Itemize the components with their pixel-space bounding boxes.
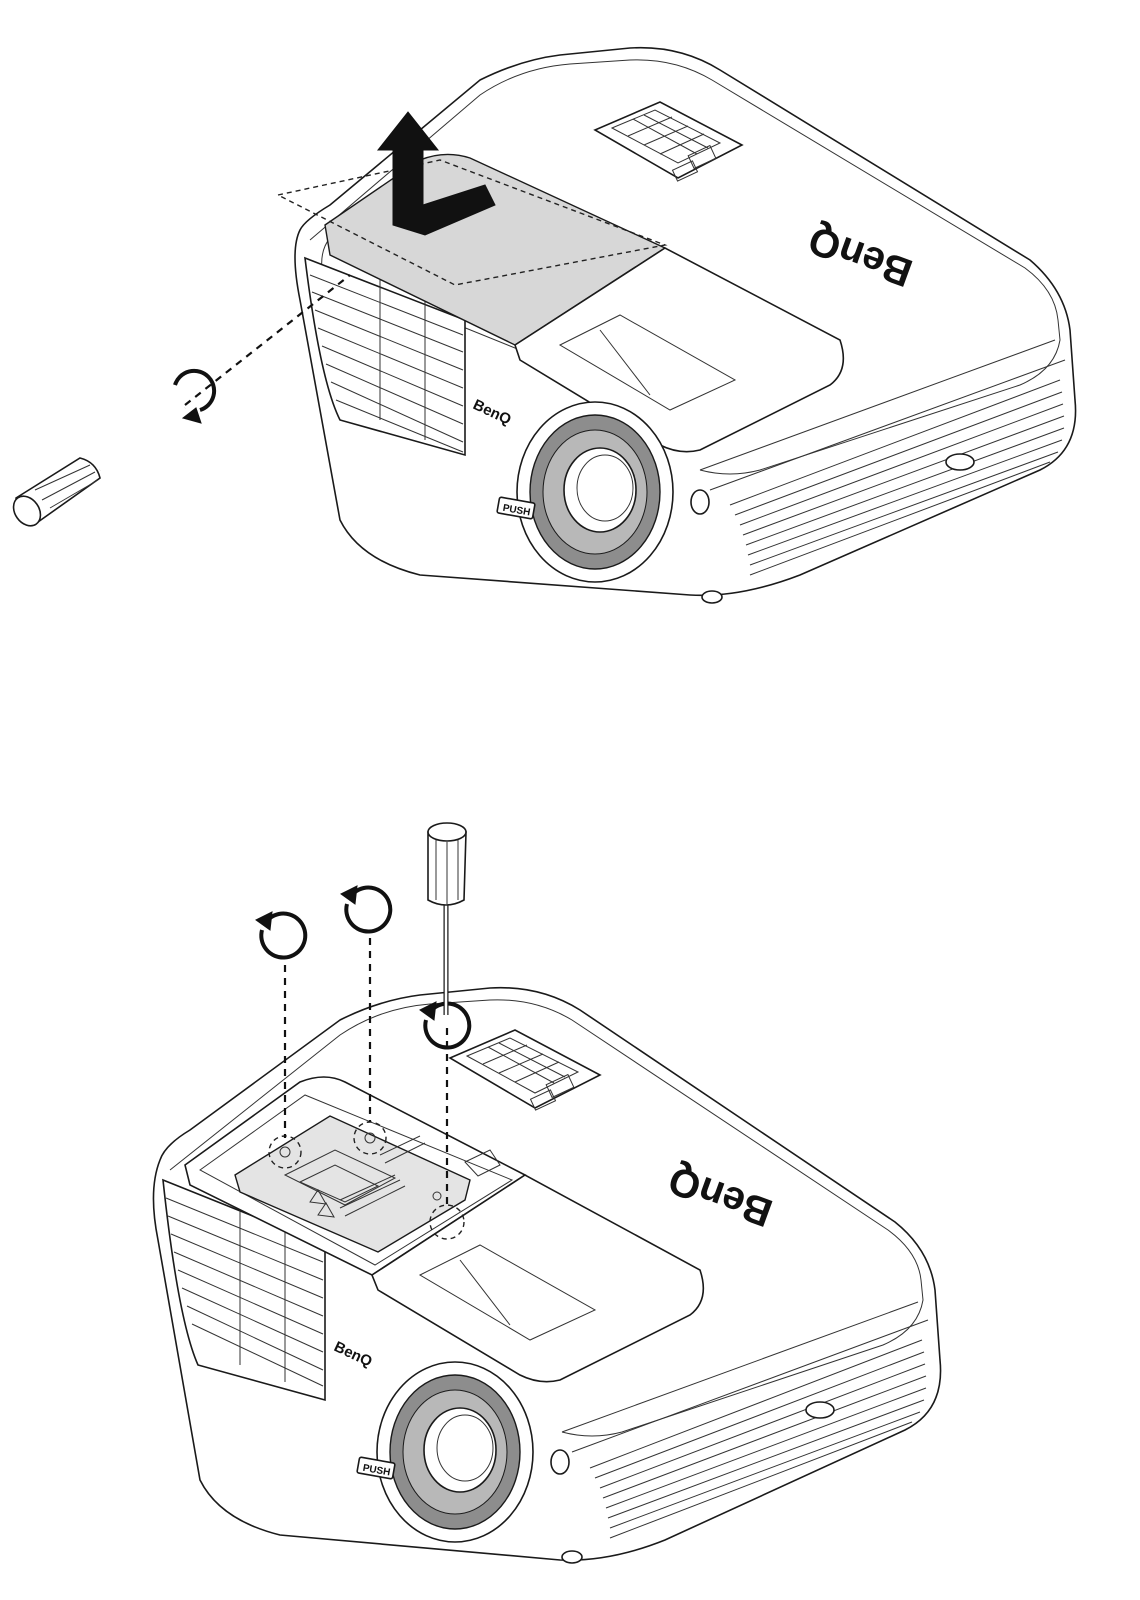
adjuster-foot-right xyxy=(805,1401,835,1419)
front-vent-left xyxy=(304,256,466,457)
counterclockwise-arrow-icon xyxy=(255,911,308,960)
control-keypad xyxy=(448,1029,602,1111)
control-keypad xyxy=(593,101,744,182)
ir-sensor xyxy=(690,489,710,515)
adjuster-foot-front xyxy=(701,590,723,604)
lamp-cover-lifted-outline xyxy=(275,159,668,286)
projector-illustration-2: BenQ BenQ PUSH xyxy=(152,822,942,1564)
counterclockwise-arrow-icon xyxy=(419,1001,472,1050)
screwdriver-icon xyxy=(12,406,186,527)
svg-text:PUSH: PUSH xyxy=(502,503,531,519)
ir-sensor xyxy=(550,1449,570,1475)
adjuster-foot-right xyxy=(945,453,975,471)
step-remove-lamp-cover: BenQ BenQ PUSH xyxy=(0,0,1140,640)
counterclockwise-arrow-icon xyxy=(340,885,393,934)
lift-arrow-icon xyxy=(376,111,496,236)
projection-lens xyxy=(516,401,674,583)
screw-location-3 xyxy=(429,1204,465,1240)
side-vent-right xyxy=(729,379,1065,576)
counterclockwise-arrow-icon xyxy=(173,368,217,424)
step-loosen-lamp-screws: BenQ BenQ PUSH xyxy=(0,820,1140,1600)
lens-cover-push-button: PUSH xyxy=(496,496,536,520)
warning-icon xyxy=(317,1202,335,1218)
side-vent-right xyxy=(589,1339,927,1539)
warning-icon xyxy=(309,1189,327,1205)
projection-lens xyxy=(376,1361,534,1543)
svg-text:PUSH: PUSH xyxy=(362,1463,391,1479)
lamp-module xyxy=(234,1115,471,1253)
lens-cover-push-button: PUSH xyxy=(356,1456,396,1480)
front-vent-left xyxy=(162,1178,326,1402)
adjuster-foot-front xyxy=(561,1550,583,1564)
projector-illustration-1: BenQ BenQ PUSH xyxy=(12,46,1077,604)
screw-path xyxy=(184,274,351,406)
screwdriver-icon xyxy=(427,822,467,1015)
